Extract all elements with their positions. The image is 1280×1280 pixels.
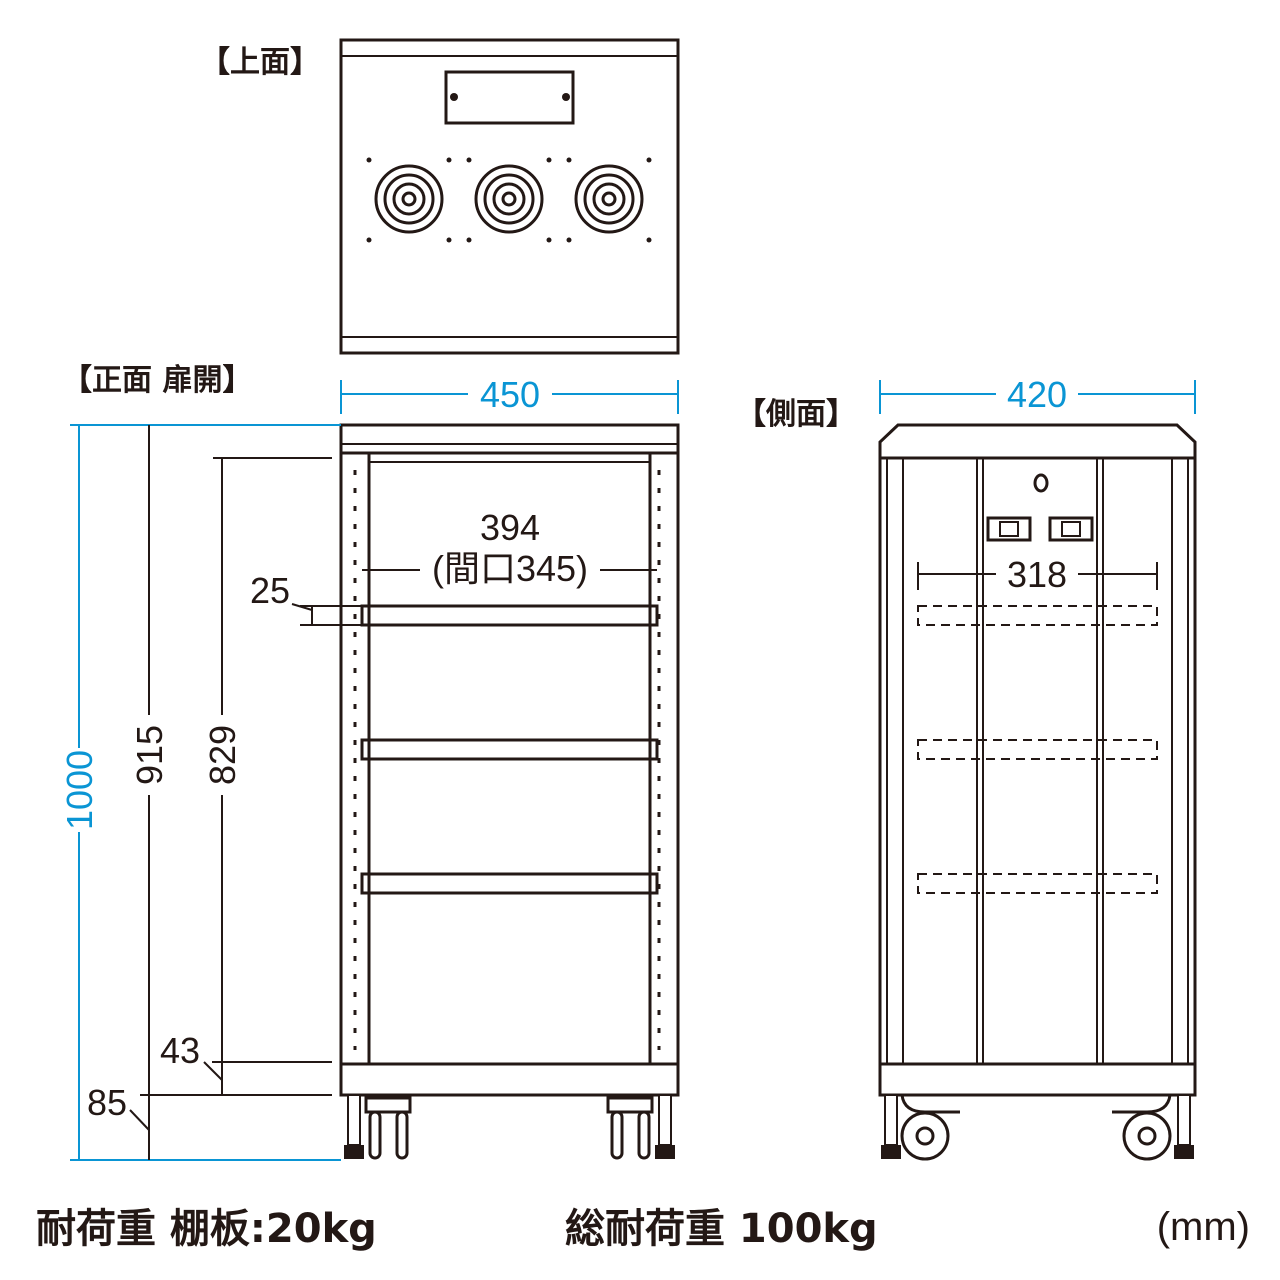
side-shelf-3 — [917, 873, 1158, 894]
side-view-label: 【側面】 — [736, 397, 856, 432]
side-leg-left — [881, 1094, 901, 1159]
side-top — [878, 423, 1197, 460]
dim-width-front: 450 — [480, 374, 540, 415]
dim-height-829: 829 — [202, 725, 243, 785]
top-view-label: 【上面】 — [200, 45, 320, 80]
front-base — [339, 1062, 680, 1097]
front-caster-right-icon — [606, 1096, 654, 1160]
mount-holes — [366, 157, 652, 243]
side-caster-right-icon — [1112, 1094, 1172, 1161]
side-base — [878, 1062, 1197, 1097]
dim-bottom-85: 85 — [87, 1082, 127, 1123]
side-shelf-1 — [917, 605, 1158, 626]
dim-shelf-thickness: 25 — [250, 570, 290, 611]
side-view: 【側面】 420 318 — [736, 374, 1197, 1161]
side-leg-right — [1174, 1094, 1194, 1159]
fan-3-icon — [574, 164, 644, 234]
shelf-3 — [360, 872, 659, 895]
fan-2-icon — [474, 164, 544, 234]
top-view: 【上面】 — [200, 38, 680, 355]
dim-opening: (間口345) — [432, 548, 588, 589]
top-panel — [339, 38, 680, 355]
front-view-label: 【正面 扉開】 — [62, 363, 252, 398]
front-leg-right — [655, 1094, 675, 1159]
side-body — [878, 456, 1197, 1066]
fan-1-icon — [374, 164, 444, 234]
front-leg-left — [344, 1094, 364, 1159]
shelf-2 — [360, 738, 659, 761]
dim-height-915: 915 — [129, 725, 170, 785]
latch-left-icon — [986, 516, 1032, 542]
front-view: 【正面 扉開】 450 — [59, 363, 680, 1161]
dim-side-inner: 318 — [1007, 554, 1067, 595]
dim-height-total: 1000 — [59, 750, 100, 830]
total-load-spec: 総耐荷重 100kg — [565, 1206, 878, 1252]
side-caster-left-icon — [900, 1094, 960, 1161]
shelf-load-spec: 耐荷重 棚板:20kg — [36, 1206, 377, 1252]
lock-icon — [1033, 473, 1049, 493]
latch-right-icon — [1048, 516, 1094, 542]
side-shelf-2 — [917, 739, 1158, 760]
dim-width-side: 420 — [1007, 374, 1067, 415]
shelf-1 — [360, 604, 659, 627]
unit-label: (mm) — [1157, 1205, 1250, 1249]
front-top-plate — [339, 423, 680, 455]
dim-bottom-43: 43 — [160, 1030, 200, 1071]
front-caster-left-icon — [364, 1096, 412, 1160]
top-plate — [444, 70, 575, 125]
dim-inner-width: 394 — [480, 507, 540, 548]
